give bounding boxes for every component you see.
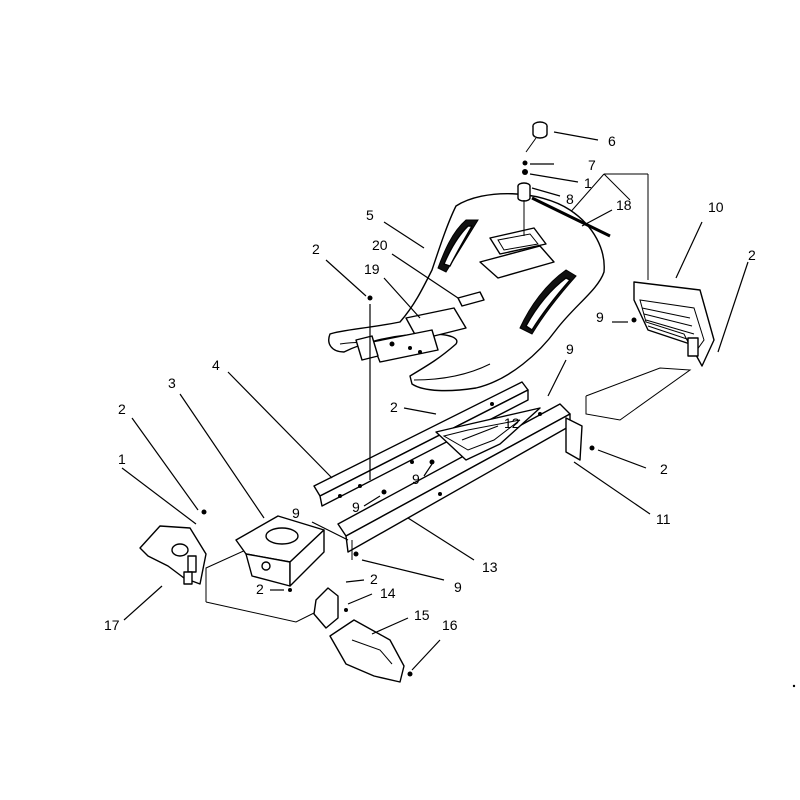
callout-2: 2 — [748, 247, 756, 263]
callout-2: 2 — [256, 581, 264, 597]
callout-9: 9 — [566, 341, 574, 357]
callout-10: 10 — [708, 199, 724, 215]
small-bracket — [313, 587, 348, 629]
callout-20: 20 — [372, 237, 388, 253]
callout-1: 1 — [584, 175, 592, 191]
callout-5: 5 — [366, 207, 374, 223]
callout-6: 6 — [608, 133, 616, 149]
callout-9: 9 — [292, 505, 300, 521]
callout-9: 9 — [412, 471, 420, 487]
callout-2: 2 — [390, 399, 398, 415]
seat-pan — [328, 193, 605, 392]
callout-7: 7 — [588, 157, 596, 173]
frame-rails — [313, 381, 595, 560]
callout-labels: 6 7 1 8 18 5 10 2 20 2 19 9 9 4 3 2 12 2… — [104, 133, 756, 633]
front-mount-plate — [235, 515, 325, 592]
callout-15: 15 — [414, 607, 430, 623]
front-bracket — [139, 509, 207, 585]
callout-16: 16 — [442, 617, 458, 633]
callout-2: 2 — [660, 461, 668, 477]
callout-14: 14 — [380, 585, 396, 601]
callout-17: 17 — [104, 617, 120, 633]
shield — [329, 619, 413, 683]
callout-19: 19 — [364, 261, 380, 277]
callout-9: 9 — [454, 579, 462, 595]
callout-4: 4 — [212, 357, 220, 373]
seat-switch-assembly — [517, 121, 548, 236]
callout-1: 1 — [118, 451, 126, 467]
callout-9: 9 — [352, 499, 360, 515]
callout-11: 11 — [656, 511, 671, 527]
callout-12: 12 — [504, 415, 520, 431]
callout-2: 2 — [312, 241, 320, 257]
fender-bracket — [631, 281, 715, 367]
callout-2: 2 — [370, 571, 378, 587]
callout-8: 8 — [566, 191, 574, 207]
callout-2: 2 — [118, 401, 126, 417]
seat-rod — [531, 196, 611, 238]
callout-3: 3 — [168, 375, 176, 391]
callout-18: 18 — [616, 197, 632, 213]
leader-lines — [121, 131, 749, 671]
callout-9: 9 — [596, 309, 604, 325]
callout-13: 13 — [482, 559, 498, 575]
